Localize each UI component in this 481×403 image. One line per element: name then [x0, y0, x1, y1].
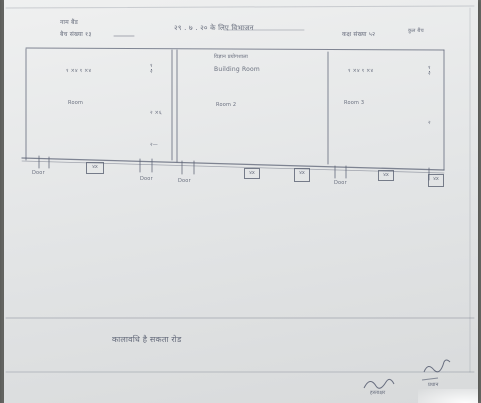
signature-scribble-2: [423, 359, 451, 373]
right-section-label-row: १ ×४ १ ×४: [348, 68, 374, 74]
signature-label-2: प्रधान: [428, 382, 439, 388]
left-section-label-row: १ ×४ १ ×४: [66, 68, 92, 74]
header-room-number: कक्ष संख्या ५२: [342, 31, 376, 38]
door-label-1: Door: [32, 170, 45, 176]
floor-plan-drawing: [5, 5, 475, 389]
box-label-2: ४x: [244, 168, 260, 179]
door-label-2: Door: [140, 176, 153, 182]
footer-remark: कालावधि है सकता रोड: [112, 335, 182, 344]
light-glare: [418, 389, 478, 403]
signature-label-1: हस्ताक्षर: [370, 390, 386, 396]
door-label-3: Door: [178, 178, 191, 184]
header-date-subject: २९ . ७ . २० के लिए विभाजन: [174, 24, 254, 32]
box-label-5: ४x: [428, 174, 444, 187]
header-extra: कुल बैंच: [408, 28, 424, 34]
signature-scribble-1: [363, 378, 395, 389]
middle-section-subtitle: Building Room: [214, 66, 260, 73]
box-label-3: ४x: [294, 168, 310, 182]
left-section-room: Room: [68, 100, 84, 106]
box-label-4: ४x: [378, 170, 394, 181]
left-dim-2: २ ×६: [150, 110, 162, 116]
middle-section-room: Room 2: [216, 102, 237, 108]
header-name: नाम बैंड: [60, 19, 79, 26]
header-batch: बैच संख्या १३: [60, 31, 92, 38]
right-dim-2: २: [428, 120, 431, 126]
paper-sheet: नाम बैंड बैच संख्या १३ २९ . ७ . २० के लि…: [4, 0, 478, 403]
middle-section-title: विज्ञान प्रयोगशाला: [214, 54, 248, 60]
right-section-room: Room 3: [344, 100, 365, 106]
left-dim-3: २—: [150, 142, 159, 148]
door-label-4: Door: [334, 180, 347, 186]
box-label-1: ४x: [86, 162, 104, 174]
